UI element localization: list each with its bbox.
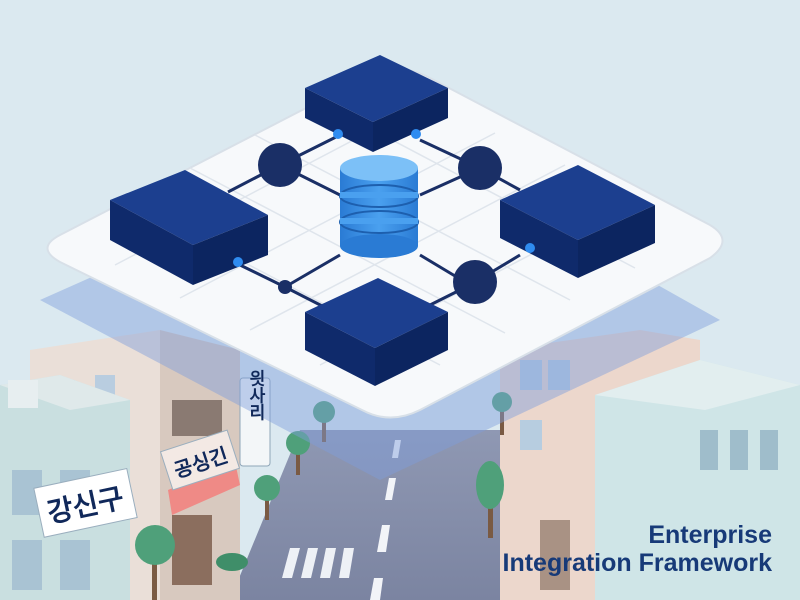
server-block-left — [110, 170, 268, 285]
status-light-icon — [411, 129, 421, 139]
status-light-icon — [333, 129, 343, 139]
tree — [254, 475, 280, 520]
network-node-icon — [453, 260, 497, 304]
network-node-icon — [278, 280, 292, 294]
vertical-signboard — [239, 377, 271, 467]
status-light-icon — [233, 257, 243, 267]
crosswalk — [282, 548, 354, 578]
vertical-sign-text: 읫사리 — [245, 369, 265, 421]
caption-line-2: Integration Framework — [502, 549, 773, 578]
tree — [476, 461, 504, 538]
server-block-top — [305, 55, 448, 152]
shrub — [216, 553, 248, 571]
server-block-bottom — [305, 278, 448, 386]
database-icon — [339, 155, 419, 258]
network-node-icon — [458, 146, 502, 190]
status-light-icon — [525, 243, 535, 253]
network-node-icon — [258, 143, 302, 187]
tree — [286, 431, 310, 475]
tree-cluster — [135, 392, 512, 600]
title-caption: Enterprise Integration Framework — [503, 521, 773, 579]
tree — [135, 525, 175, 600]
tree — [492, 392, 512, 435]
road-center-dashes — [370, 440, 401, 600]
shop-awning — [168, 462, 240, 585]
tree — [313, 401, 335, 442]
building-right-front — [595, 360, 800, 600]
server-block-right — [500, 165, 655, 278]
sign-left-building: 강신구 — [33, 467, 138, 538]
caption-line-1: Enterprise — [648, 520, 772, 549]
network-nodes — [258, 143, 502, 304]
